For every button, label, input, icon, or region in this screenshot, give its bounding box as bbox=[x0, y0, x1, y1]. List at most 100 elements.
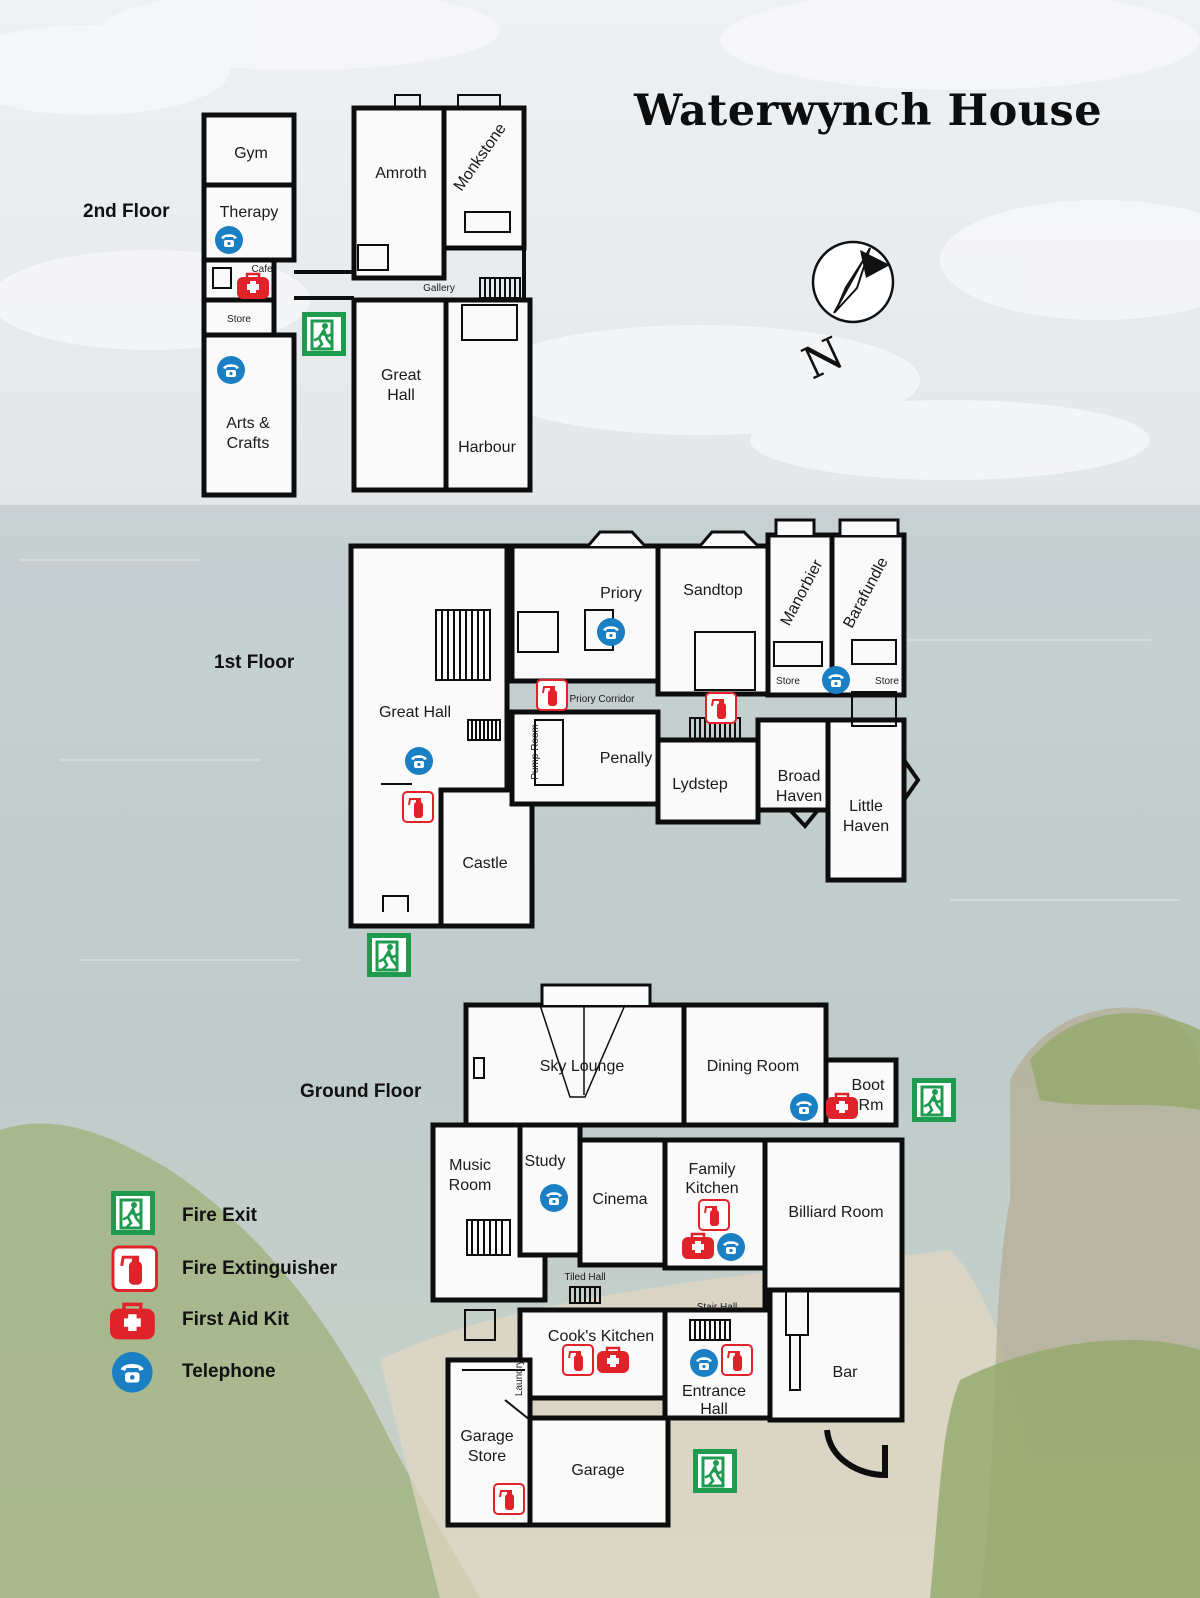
telephone-icon bbox=[217, 356, 245, 384]
room-label-priory: Priory bbox=[600, 585, 642, 602]
room-label-lydstep: Lydstep bbox=[672, 776, 728, 793]
legend-label-fire-exit: Fire Exit bbox=[182, 1205, 258, 1226]
room-label-store: Store bbox=[227, 314, 251, 325]
fire-extinguisher-icon bbox=[721, 1344, 753, 1376]
room-label-penally: Penally bbox=[600, 750, 652, 767]
fire-extinguisher-icon bbox=[562, 1344, 594, 1376]
sky-lounge-room bbox=[463, 1002, 687, 1128]
sea-glints bbox=[20, 559, 1180, 961]
right-cliff-vegetation bbox=[930, 1013, 1200, 1598]
legend-label-telephone: Telephone bbox=[182, 1361, 276, 1382]
room-label-tiled-hall: Tiled Hall bbox=[564, 1272, 605, 1283]
room-label-rm: Rm bbox=[859, 1097, 884, 1114]
room-label-stair-hall: Stair Hall bbox=[697, 1302, 738, 1313]
left-cliff-vegetation bbox=[0, 1123, 480, 1598]
room-label-gym: Gym bbox=[234, 145, 268, 162]
first-aid-kit-icon bbox=[824, 1092, 860, 1121]
room-label-priory-corridor: Priory Corridor bbox=[569, 694, 635, 705]
room-label-castle: Castle bbox=[462, 855, 507, 872]
telephone-icon bbox=[822, 666, 850, 694]
room-label-laundry: Laundry bbox=[514, 1360, 525, 1396]
telephone-icon bbox=[112, 1352, 153, 1393]
cinema-room bbox=[577, 1137, 668, 1268]
room-label-dining-room: Dining Room bbox=[707, 1058, 799, 1075]
legend-label-fire-extinguisher: Fire Extinguisher bbox=[182, 1258, 338, 1279]
floor-label-ground: Ground Floor bbox=[300, 1081, 422, 1102]
arts-crafts-room bbox=[201, 332, 297, 498]
second-floor-plan: Gym Therapy Cafe Store Arts & Crafts Amr… bbox=[83, 94, 533, 498]
fire-exit-icon bbox=[300, 310, 348, 358]
fire-extinguisher-icon bbox=[536, 679, 568, 711]
room-label-cafe: Cafe bbox=[251, 264, 273, 275]
room-label-crafts: Crafts bbox=[227, 435, 270, 452]
telephone-icon bbox=[540, 1184, 568, 1212]
room-label-harbour: Harbour bbox=[458, 439, 516, 456]
boot-room bbox=[823, 1057, 899, 1128]
sandtop-room bbox=[655, 543, 771, 697]
telephone-icon bbox=[597, 618, 625, 646]
telephone-icon bbox=[690, 1349, 718, 1377]
broad-haven-room bbox=[755, 717, 831, 813]
fire-extinguisher-icon bbox=[493, 1483, 525, 1515]
fire-exit-icon bbox=[109, 1189, 157, 1237]
room-label-sandtop: Sandtop bbox=[683, 582, 743, 599]
telephone-icon bbox=[215, 226, 243, 254]
compass-north-letter: N bbox=[795, 327, 851, 389]
room-label-family: Family bbox=[688, 1161, 735, 1178]
room-label-great: Great bbox=[381, 367, 422, 384]
room-label-arts: Arts & bbox=[226, 415, 270, 432]
room-label-hall: Hall bbox=[387, 387, 415, 404]
therapy-room bbox=[201, 182, 297, 263]
room-label-entrance: Entrance bbox=[682, 1383, 746, 1400]
fire-extinguisher-icon bbox=[705, 692, 737, 724]
room-label-great-hall: Great Hall bbox=[379, 704, 451, 721]
room-label-store-left: Store bbox=[776, 676, 800, 687]
telephone-icon bbox=[405, 747, 433, 775]
first-aid-kit-icon bbox=[108, 1302, 157, 1342]
fire-exit-icon bbox=[691, 1447, 739, 1495]
bar-room bbox=[767, 1287, 905, 1423]
room-label-little: Little bbox=[849, 798, 883, 815]
great-hall-2f bbox=[351, 297, 449, 493]
first-aid-kit-icon bbox=[235, 272, 271, 301]
little-haven-room bbox=[825, 717, 907, 883]
room-label-haven-little: Haven bbox=[843, 818, 889, 835]
floor-label-2nd: 2nd Floor bbox=[83, 201, 170, 222]
room-label-kitchen: Kitchen bbox=[685, 1180, 738, 1197]
room-label-pump-room: Pump Room bbox=[530, 724, 541, 780]
legend: Fire Exit Fire Extinguisher First Aid Ki… bbox=[108, 1189, 338, 1393]
first-floor-plan: Great Hall Priory Sandtop Manorbier Bara… bbox=[214, 518, 921, 979]
legend-label-first-aid-kit: First Aid Kit bbox=[182, 1309, 290, 1330]
room-label-sky-lounge: Sky Lounge bbox=[540, 1058, 625, 1075]
fire-extinguisher-icon bbox=[402, 791, 434, 823]
ground-floor-plan: Sky Lounge Dining Room Boot Rm Music Roo… bbox=[300, 983, 958, 1528]
room-label-garage: Garage bbox=[571, 1462, 624, 1479]
room-label-boot: Boot bbox=[852, 1077, 885, 1094]
room-label-billiard-room: Billiard Room bbox=[788, 1204, 883, 1221]
floor-label-1st: 1st Floor bbox=[214, 652, 295, 673]
room-label-store-garage: Store bbox=[468, 1448, 506, 1465]
room-label-broad: Broad bbox=[778, 768, 821, 785]
fire-exit-icon bbox=[365, 931, 413, 979]
room-label-cooks-kitchen: Cook's Kitchen bbox=[548, 1328, 654, 1345]
page-title: Waterwynch House bbox=[634, 86, 1103, 136]
first-aid-kit-icon bbox=[595, 1346, 631, 1375]
garage-room bbox=[527, 1415, 671, 1528]
room-label-therapy: Therapy bbox=[220, 204, 279, 221]
room-label-bar: Bar bbox=[833, 1364, 859, 1381]
room-label-haven-broad: Haven bbox=[776, 788, 822, 805]
room-label-garage-upper: Garage bbox=[460, 1428, 513, 1445]
fire-extinguisher-icon bbox=[698, 1199, 730, 1231]
castle-room bbox=[438, 787, 535, 929]
fire-exit-icon bbox=[910, 1076, 958, 1124]
room-label-amroth: Amroth bbox=[375, 165, 427, 182]
gym-room bbox=[201, 112, 297, 188]
telephone-icon bbox=[717, 1233, 745, 1261]
telephone-icon bbox=[790, 1093, 818, 1121]
room-label-cinema: Cinema bbox=[592, 1191, 647, 1208]
room-label-entrance-hall: Hall bbox=[700, 1401, 728, 1418]
room-label-gallery: Gallery bbox=[423, 283, 455, 294]
room-label-store-right: Store bbox=[875, 676, 899, 687]
amroth-room bbox=[351, 105, 447, 281]
